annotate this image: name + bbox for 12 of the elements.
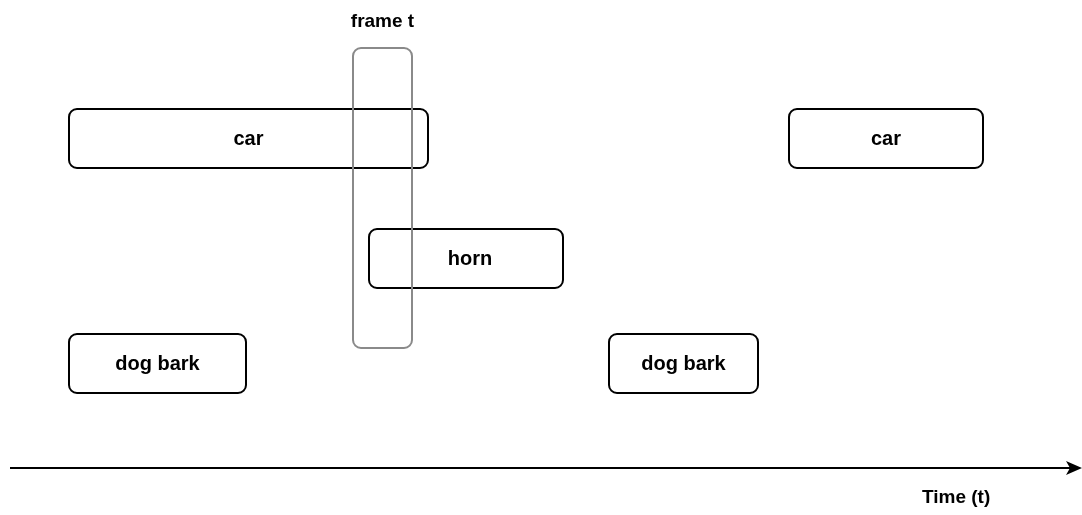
- frame-heading: frame t: [350, 10, 415, 32]
- event-box: [68, 108, 429, 169]
- event-label: dog bark: [641, 352, 726, 375]
- event-label: dog bark: [115, 352, 200, 375]
- event-box: [368, 228, 564, 289]
- axis-label: Time (t): [922, 486, 991, 508]
- event-box: [608, 333, 759, 394]
- event-label: horn: [447, 247, 493, 270]
- event-label: car: [871, 127, 901, 150]
- event-box: [788, 108, 984, 169]
- event-label: car: [233, 127, 264, 150]
- event-box: [68, 333, 247, 394]
